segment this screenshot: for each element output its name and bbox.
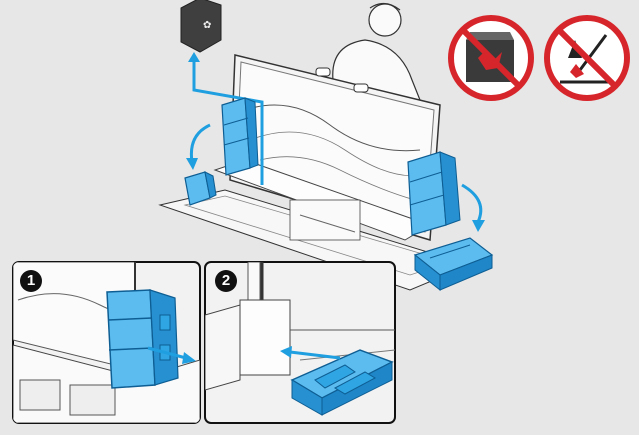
step-2-panel (204, 261, 396, 424)
no-cutting-icon (448, 15, 534, 101)
lift-arrow (192, 60, 264, 185)
left-foam-corner (221, 97, 259, 176)
left-foam-removed (184, 171, 217, 206)
step-1-badge: 1 (20, 270, 42, 292)
no-tool-on-screen-icon (544, 15, 630, 101)
step-2-badge: 2 (215, 270, 237, 292)
right-foam-removed (413, 237, 494, 292)
cover-symbol: ✿ (203, 20, 211, 31)
right-foam-corner (407, 151, 461, 236)
removed-cover (180, 0, 222, 53)
right-curve-arrow (461, 183, 483, 223)
left-curve-arrow (189, 123, 211, 163)
main-scene: ✿ (158, 0, 494, 292)
step-1-panel (12, 261, 201, 424)
